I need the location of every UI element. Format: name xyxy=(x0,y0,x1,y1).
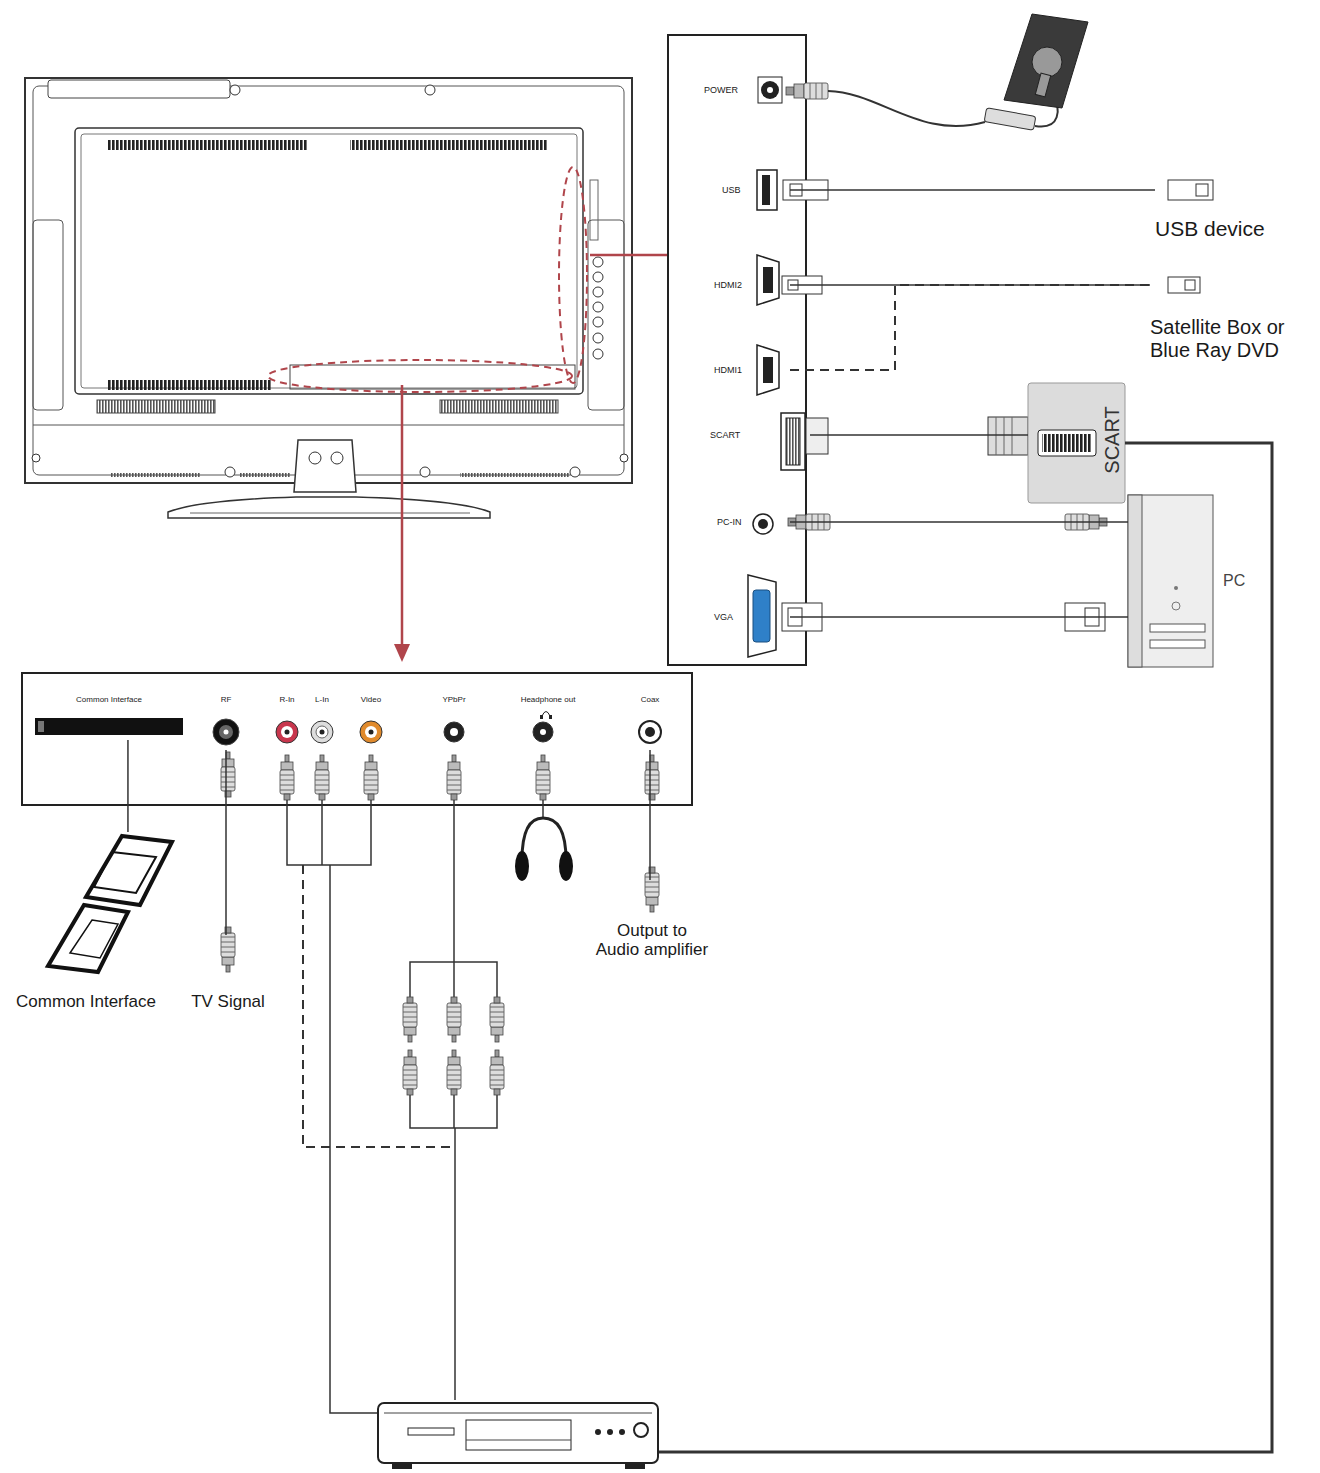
label-text: Satellite Box or Blue Ray DVD xyxy=(1150,316,1310,362)
cable-line xyxy=(790,616,1128,618)
cable-line xyxy=(649,750,651,880)
label-text: Common Interface xyxy=(76,695,142,704)
port-label: Headphone out xyxy=(515,693,581,743)
label-text: Video xyxy=(361,695,381,704)
port-label: L-In xyxy=(307,693,337,743)
port-label: R-In xyxy=(272,693,302,743)
label-text: Common Interface xyxy=(16,992,156,1012)
label-text: R-In xyxy=(279,695,294,704)
label-text: VGA xyxy=(714,612,733,622)
label-text: TV Signal xyxy=(191,992,265,1012)
cable-line xyxy=(790,285,1150,370)
port-label: Common Interface xyxy=(32,693,186,740)
port-label: SCART xyxy=(710,415,810,455)
device-label: TV Signal xyxy=(183,935,273,1012)
port-label: PC-IN xyxy=(717,510,790,534)
port-label: RF xyxy=(206,693,246,750)
cable-line xyxy=(225,750,227,935)
device-label: SCART xyxy=(1101,406,1124,473)
cable-line xyxy=(790,521,1128,523)
label-text: RF xyxy=(221,695,232,704)
port-label: HDMI1 xyxy=(714,350,790,390)
device-label: Output to Audio amplifier xyxy=(582,880,722,960)
cable-line xyxy=(810,434,1028,436)
label-text: Headphone out xyxy=(521,695,576,704)
label-text: USB xyxy=(722,185,741,195)
ci-card: Common Interface xyxy=(6,832,166,1012)
label-text: SCART xyxy=(710,430,740,440)
device-label: PC xyxy=(1223,572,1245,590)
label-text: HDMI1 xyxy=(714,365,742,375)
device-label: USB device xyxy=(1155,175,1295,241)
port-label: VGA xyxy=(714,575,790,659)
port-label: YPbPr xyxy=(436,693,472,743)
port-label: HDMI2 xyxy=(714,265,790,305)
cable-line xyxy=(127,740,129,832)
port-label: USB xyxy=(722,172,790,208)
device-label: Satellite Box or Blue Ray DVD xyxy=(1150,272,1314,362)
label-text: USB device xyxy=(1155,217,1265,241)
cable-line xyxy=(790,189,1155,191)
label-text: PC-IN xyxy=(717,517,742,527)
port-label: POWER xyxy=(704,78,790,102)
label-text: Coax xyxy=(641,695,660,704)
port-label: Coax xyxy=(630,693,670,750)
label-text: YPbPr xyxy=(442,695,465,704)
scart-adapter: SCART xyxy=(1028,383,1125,503)
label-text: HDMI2 xyxy=(714,280,742,290)
label-text: Output to Audio amplifier xyxy=(594,921,710,960)
label-text: POWER xyxy=(704,85,738,95)
label-text: L-In xyxy=(315,695,329,704)
pc-tower: PC xyxy=(1128,495,1213,667)
port-label: Video xyxy=(352,693,390,743)
